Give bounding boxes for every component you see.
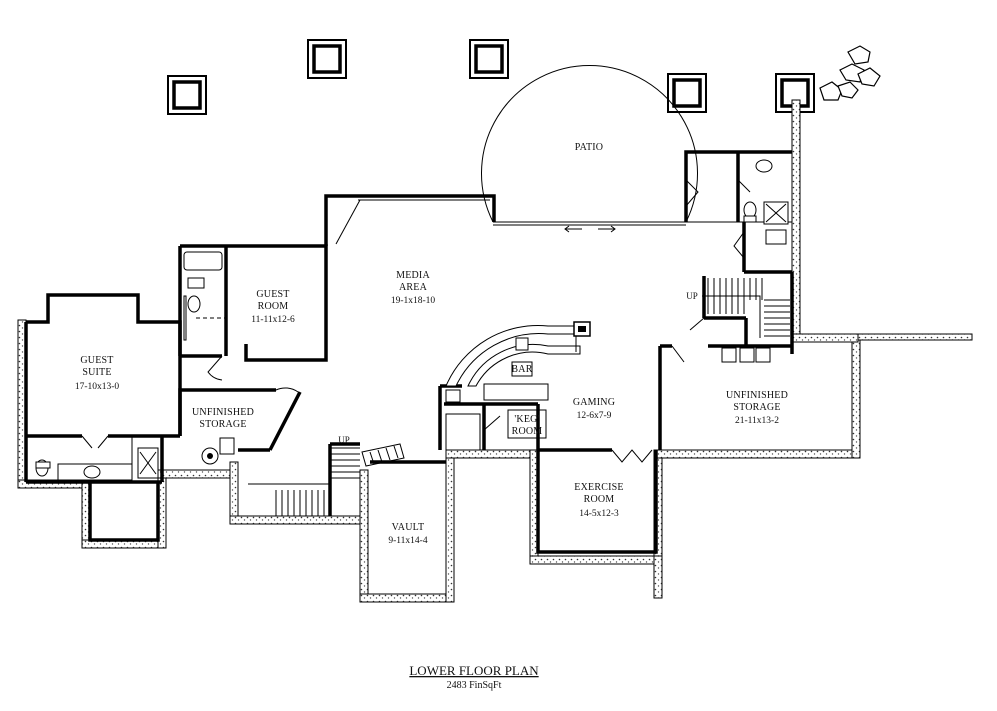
guest-room-label-2: ROOM	[258, 301, 289, 312]
unfinished-storage-left-label-1: UNFINISHED	[192, 407, 254, 418]
plan-title: LOWER FLOOR PLAN	[409, 663, 539, 678]
guest-suite-label-1: GUEST	[80, 355, 113, 366]
stair-up-label-main: UP	[338, 435, 350, 445]
column-pier	[469, 39, 509, 79]
gaming-label: GAMING	[573, 397, 615, 408]
unfinished-storage-right-label-1: UNFINISHED	[726, 390, 788, 401]
media-area-label-1: MEDIA	[396, 270, 430, 281]
guest-suite-label-2: SUITE	[82, 367, 111, 378]
exercise-room-label-1: EXERCISE	[574, 482, 623, 493]
vault-label: VAULT	[392, 522, 425, 533]
unfinished-storage-left-label-2: STORAGE	[199, 419, 246, 430]
landscape-boulders	[819, 45, 881, 101]
vault-dims: 9-11x14-4	[388, 536, 427, 546]
foundation-walls	[17, 99, 973, 603]
door-swings	[81, 179, 751, 463]
keg-room-label-2: ROOM	[512, 426, 543, 437]
patio-outline	[481, 65, 698, 223]
stair-up-label-right: UP	[686, 291, 698, 301]
column-pier	[167, 75, 207, 115]
bar-counter	[445, 321, 591, 403]
column-pier	[307, 39, 347, 79]
right-staircase	[702, 278, 790, 338]
gaming-dims: 12-6x7-9	[577, 411, 612, 421]
keg-room-label-1: 'KEG'	[514, 414, 539, 425]
exercise-room-label-2: ROOM	[584, 494, 615, 505]
column-pier	[667, 73, 707, 113]
guest-suite-dims: 17-10x13-0	[75, 382, 120, 392]
unfinished-storage-right-dims: 21-11x13-2	[735, 416, 779, 426]
media-area-label-2: AREA	[399, 282, 428, 293]
unfinished-storage-right-label-2: STORAGE	[733, 402, 780, 413]
exercise-room-dims: 14-5x12-3	[579, 509, 619, 519]
patio-label: PATIO	[575, 142, 603, 153]
guest-room-label-1: GUEST	[256, 289, 289, 300]
plan-subtitle: 2483 FinSqFt	[447, 680, 502, 691]
media-area-dims: 19-1x18-10	[391, 296, 436, 306]
plumbing-fixtures	[35, 159, 789, 481]
guest-room-dims: 11-11x12-6	[251, 315, 295, 325]
column-piers	[167, 39, 815, 115]
sliding-door-arrows	[564, 225, 616, 233]
bar-label: BAR	[511, 364, 532, 375]
main-staircase	[248, 443, 405, 516]
structural-walls	[24, 150, 794, 554]
